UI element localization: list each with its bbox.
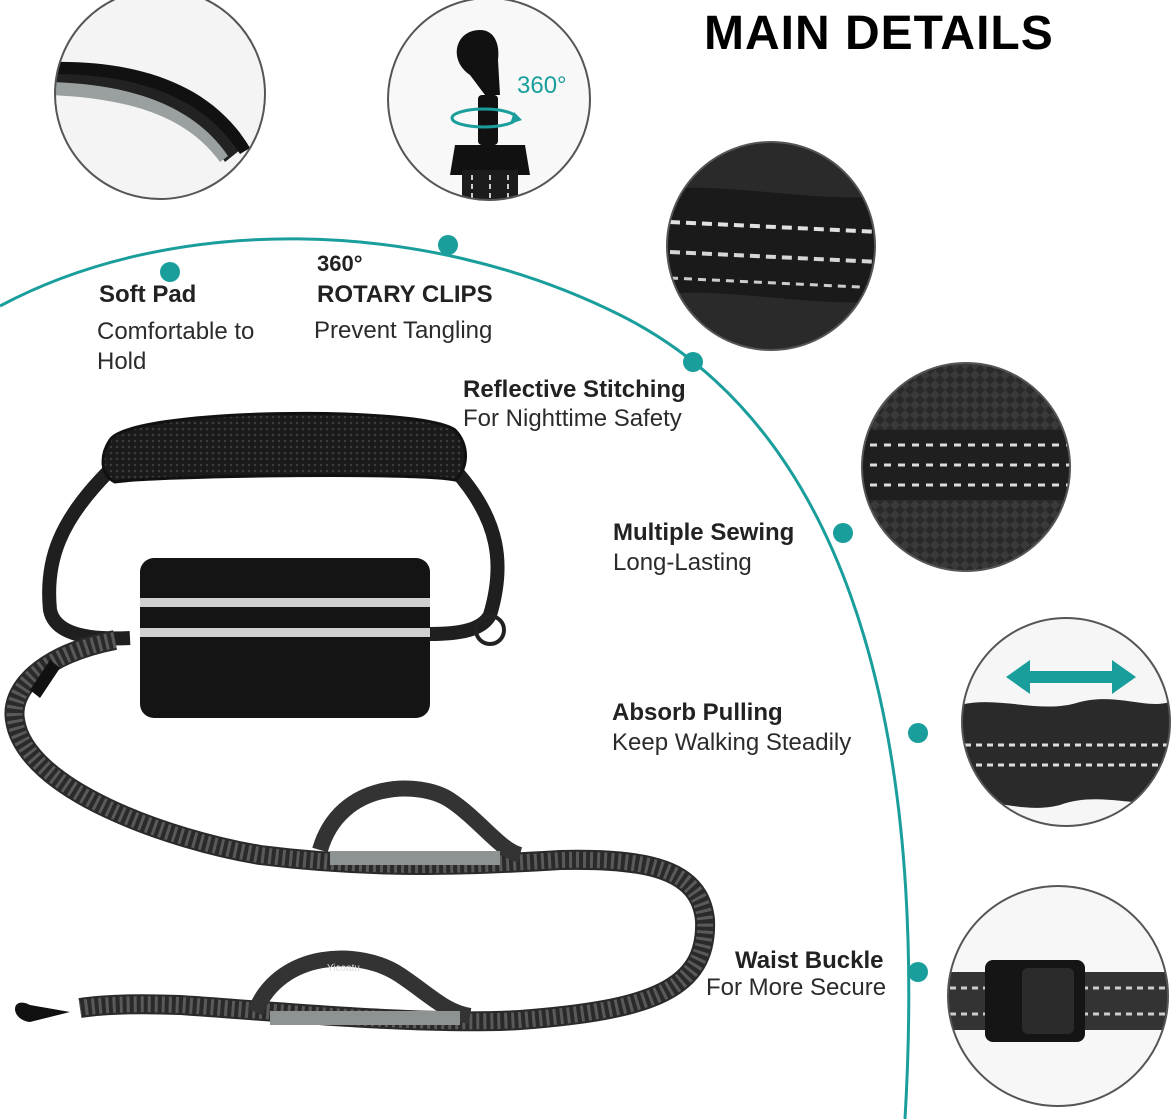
absorb-pulling-closeup: [962, 618, 1170, 826]
feature-description-absorb-pulling: Keep Walking Steadily: [612, 729, 852, 756]
handle-brand-text: Yicoatu: [327, 963, 360, 974]
page-title: MAIN DETAILS: [704, 7, 1054, 60]
feature-heading-rotary-clips: ROTARY CLIPS: [317, 281, 493, 308]
clip-rotation-label: 360°: [517, 72, 567, 99]
stretch-arrow-icon: [1006, 660, 1136, 694]
feature-prefix-rotary-clips: 360°: [317, 251, 363, 276]
waist-buckle-closeup: [948, 886, 1168, 1106]
feature-description-multiple-sewing: Long-Lasting: [613, 549, 752, 576]
marker-dot-multiple-sewing: [833, 523, 853, 543]
marker-dot-soft-pad: [160, 262, 180, 282]
feature-heading-waist-buckle: Waist Buckle: [735, 947, 884, 974]
rotary-clip-closeup: [388, 0, 590, 200]
reflective-stitching-closeup: [667, 142, 875, 350]
feature-description-soft-pad: Comfortable to Hold: [97, 318, 255, 375]
soft-pad-closeup: [55, 0, 265, 199]
feature-heading-soft-pad: Soft Pad: [99, 281, 197, 308]
marker-dot-waist-buckle: [908, 962, 928, 982]
marker-dot-rotary-clips: [438, 235, 458, 255]
feature-heading-absorb-pulling: Absorb Pulling: [612, 699, 783, 726]
feature-arc: [0, 237, 911, 1119]
marker-dot-absorb: [908, 723, 928, 743]
feature-description-rotary-clips: Prevent Tangling: [314, 317, 493, 344]
feature-heading-reflective-stitching: Reflective Stitching: [463, 376, 686, 403]
feature-description-waist-buckle: For More Secure: [706, 974, 887, 1001]
feature-heading-multiple-sewing: Multiple Sewing: [613, 519, 795, 546]
leash-product: [4, 411, 716, 1032]
multiple-sewing-closeup: [862, 363, 1070, 571]
feature-description-reflective-stitching: For Nighttime Safety: [463, 405, 682, 432]
marker-dot-reflective: [683, 352, 703, 372]
